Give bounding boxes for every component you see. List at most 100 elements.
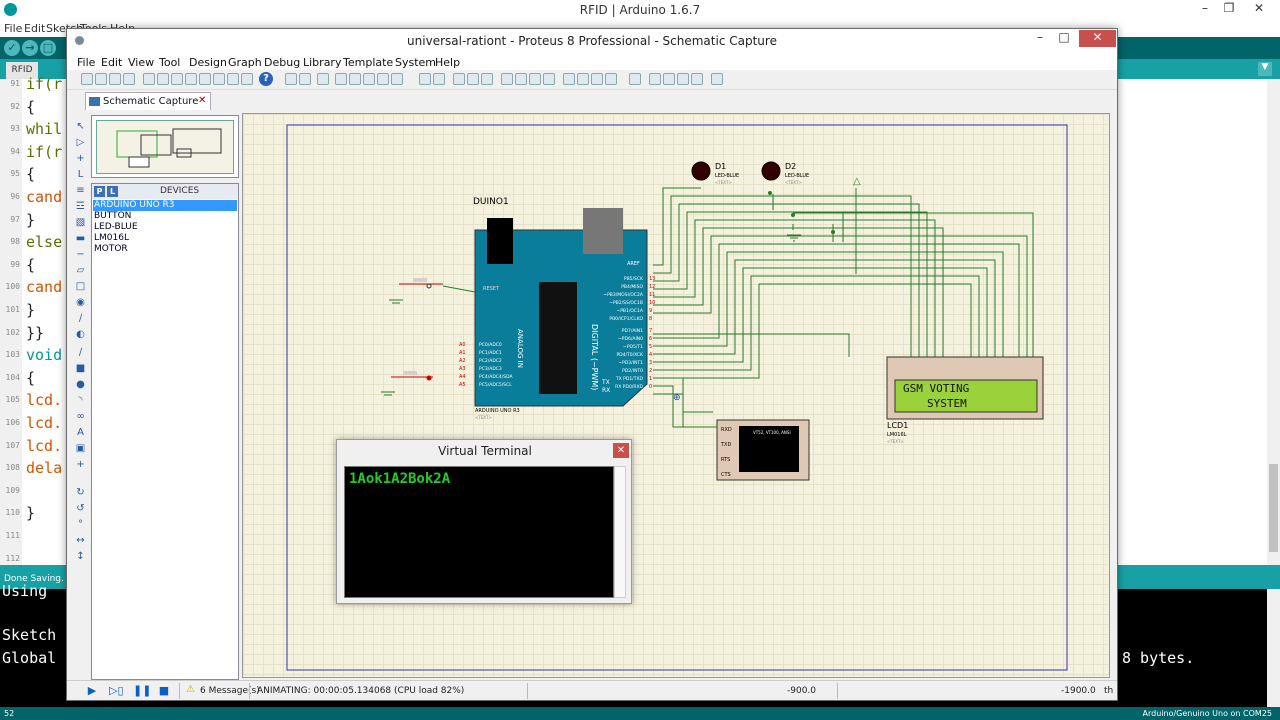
refresh-icon[interactable] [285, 73, 297, 85]
device-item-motor[interactable]: MOTOR [94, 244, 128, 254]
grid-icon[interactable] [299, 73, 311, 85]
voltage-probe-icon[interactable]: ∕ [78, 313, 83, 324]
led-d2[interactable] [761, 161, 781, 181]
console-scrollbar[interactable] [1267, 589, 1280, 707]
text-script-icon[interactable]: ≡ [76, 185, 85, 196]
library-manager-icon[interactable]: L [107, 186, 118, 197]
netlist-icon[interactable] [711, 73, 723, 85]
cut-icon[interactable] [453, 73, 465, 85]
menu-tool[interactable]: Tool [159, 56, 181, 69]
schematic-canvas[interactable]: △ DUINO1 RESET AREF ANALOG IN DIGITAL (~… [242, 113, 1110, 678]
copy-icon[interactable] [467, 73, 479, 85]
save-icon[interactable] [109, 73, 121, 85]
vterm-scrollbar[interactable] [614, 466, 626, 598]
paste-icon[interactable] [481, 73, 493, 85]
circle-2d-icon[interactable]: ● [76, 379, 85, 390]
sim-play-icon[interactable]: ▶ [87, 684, 97, 697]
device-item-arduino[interactable]: ARDUINO UNO R3 [93, 200, 237, 211]
message-count[interactable]: 6 Message(s) [200, 686, 260, 696]
zoom-all-icon[interactable] [377, 73, 389, 85]
graph-mode-icon[interactable]: ▱ [76, 265, 85, 276]
zoom-out-icon[interactable] [363, 73, 375, 85]
home-icon[interactable] [143, 73, 155, 85]
block-move-icon[interactable] [515, 73, 527, 85]
gerber-icon[interactable] [199, 73, 211, 85]
menu-edit[interactable]: Edit [101, 56, 123, 69]
junction-dot-icon[interactable]: + [76, 153, 85, 164]
virtual-terminal-dialog[interactable]: Virtual Terminal ✕ 1Aok1A2Bok2A [336, 439, 632, 604]
buses-icon[interactable]: ☲ [76, 201, 85, 212]
menu-design[interactable]: Design [189, 56, 227, 69]
flip-horizontal-icon[interactable]: ↔ [76, 535, 85, 546]
component-mode-icon[interactable]: ▷ [76, 137, 85, 148]
open-file-icon[interactable] [95, 73, 107, 85]
redo-icon[interactable] [433, 73, 445, 85]
zoom-area-icon[interactable] [391, 73, 403, 85]
warning-icon[interactable]: ⚠ [186, 684, 195, 695]
proteus-maximize-icon[interactable]: □ [1058, 30, 1070, 44]
decompose-icon[interactable] [605, 73, 617, 85]
new-file-icon[interactable] [81, 73, 93, 85]
source-code-icon[interactable] [241, 73, 253, 85]
make-device-icon[interactable] [577, 73, 589, 85]
new-sheet-icon[interactable] [677, 73, 689, 85]
block-copy-icon[interactable] [501, 73, 513, 85]
device-item-lm016l[interactable]: LM016L [94, 233, 129, 243]
design-explorer-icon[interactable] [213, 73, 225, 85]
rotate-ccw-icon[interactable]: ↺ [76, 503, 85, 514]
rotate-cw-icon[interactable]: ↻ [76, 487, 85, 498]
maximize-icon[interactable]: ❐ [1223, 1, 1235, 15]
help-icon[interactable]: ? [259, 72, 273, 86]
sim-step-icon[interactable]: ▷▯ [109, 684, 124, 697]
flip-vertical-icon[interactable]: ↕ [76, 551, 85, 562]
generator-icon[interactable]: ◉ [76, 297, 85, 308]
tab-close-icon[interactable]: ✕ [198, 95, 207, 106]
bom-icon[interactable] [227, 73, 239, 85]
symbol-2d-icon[interactable]: ▣ [75, 443, 86, 454]
device-pins-icon[interactable]: − [76, 249, 85, 260]
arduino-menu-edit[interactable]: Edit [24, 22, 46, 35]
block-delete-icon[interactable] [543, 73, 555, 85]
pcb-icon[interactable] [171, 73, 183, 85]
schematic-icon[interactable] [157, 73, 169, 85]
menu-library[interactable]: Library [303, 56, 342, 69]
sim-stop-icon[interactable]: ■ [158, 684, 170, 697]
menu-system[interactable]: System [395, 56, 437, 69]
reset-button[interactable] [399, 278, 476, 293]
close-project-icon[interactable] [123, 73, 135, 85]
editor-scrollbar[interactable] [1267, 79, 1280, 565]
arduino-menu-file[interactable]: File [4, 22, 23, 35]
search-icon[interactable] [649, 73, 661, 85]
device-item-led-blue[interactable]: LED-BLUE [94, 222, 138, 232]
overview-window[interactable] [91, 115, 239, 178]
text-2d-icon[interactable]: A [77, 427, 84, 438]
line-2d-icon[interactable]: ∕ [78, 347, 83, 358]
tab-schematic-capture[interactable]: Schematic Capture ✕ [85, 92, 211, 110]
virtual-instruments-icon[interactable]: ◐ [76, 329, 85, 340]
terminals-icon[interactable]: ▬ [75, 233, 86, 244]
selection-mode-icon[interactable]: ↖ [76, 121, 85, 132]
upload-icon[interactable]: → [22, 40, 38, 56]
tab-rfid[interactable]: RFID [6, 62, 38, 79]
path-2d-icon[interactable]: ∞ [76, 411, 85, 422]
menu-debug[interactable]: Debug [264, 56, 301, 69]
property-tool-icon[interactable] [663, 73, 675, 85]
device-item-button[interactable]: BUTTON [94, 211, 132, 221]
verify-icon[interactable]: ✓ [4, 40, 20, 56]
menu-help[interactable]: Help [435, 56, 461, 69]
undo-icon[interactable] [419, 73, 431, 85]
minimize-icon[interactable]: – [1202, 1, 1208, 15]
sim-pause-icon[interactable]: ❚❚ [133, 684, 152, 697]
pan-icon[interactable] [335, 73, 347, 85]
close-icon[interactable]: ✕ [1253, 1, 1265, 15]
menu-view[interactable]: View [128, 56, 155, 69]
marker-2d-icon[interactable]: + [76, 459, 85, 470]
proteus-minimize-icon[interactable]: – [1037, 30, 1043, 44]
menu-graph[interactable]: Graph [228, 56, 262, 69]
tape-recorder-icon[interactable]: □ [75, 281, 86, 292]
vterm-close-icon[interactable]: ✕ [613, 443, 629, 458]
pick-devices-icon[interactable]: P [94, 186, 105, 197]
vterm-screen[interactable]: 1Aok1A2Bok2A [344, 466, 614, 598]
push-button[interactable] [391, 371, 433, 381]
wire-label-icon[interactable]: L [77, 169, 84, 180]
